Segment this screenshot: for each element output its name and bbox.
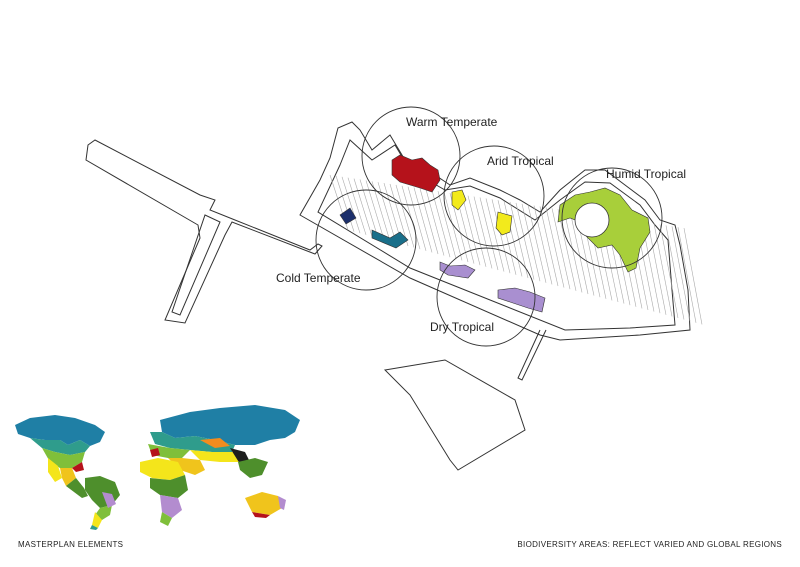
zone-labels: Warm Temperate Arid Tropical Humid Tropi… (276, 115, 686, 334)
north-america-cold (15, 415, 105, 446)
hatch-line (335, 175, 355, 232)
hatch-line (671, 226, 691, 322)
hatch-line (521, 203, 541, 282)
hatch-line (461, 194, 481, 266)
north-america-desert (60, 468, 76, 486)
hatch-line (497, 200, 517, 275)
hatch-line (509, 201, 529, 279)
cold-temperate-circle (315, 189, 417, 291)
cold-temperate-block-2 (371, 229, 409, 249)
africa-arid (140, 458, 185, 480)
world-climate-map (15, 405, 300, 530)
north-america-warm (72, 462, 84, 472)
south-america-arid (92, 512, 102, 528)
asia-orange (200, 438, 230, 448)
hatch-line (503, 201, 523, 277)
africa-dry (160, 495, 182, 518)
hatch-line (413, 187, 433, 253)
hatch-line (659, 224, 679, 319)
hatch-line (665, 225, 685, 320)
zone-label-dry-tropical: Dry Tropical (430, 320, 494, 334)
arid-tropical-block-1 (451, 189, 467, 211)
hatch-line (443, 192, 463, 261)
hatch-line (653, 223, 673, 317)
hatch-line (551, 208, 571, 290)
hatch-line (515, 202, 535, 280)
hatch-line (395, 184, 415, 248)
zone-circles (315, 106, 663, 347)
site-hatching (329, 174, 703, 325)
hatch-line (533, 205, 553, 285)
north-america-boreal (30, 438, 90, 455)
hatch-line (545, 207, 565, 288)
hatch-line (347, 177, 367, 235)
dry-tropical-block-1 (439, 261, 476, 279)
hatch-line (491, 199, 511, 274)
arid-tropical-circle (443, 145, 545, 247)
zone-label-warm-temperate: Warm Temperate (406, 115, 498, 129)
access-road (517, 329, 547, 381)
hatch-line (473, 196, 493, 269)
hatch-line (479, 197, 499, 271)
hatch-line (353, 178, 373, 237)
hatch-line (431, 190, 451, 258)
south-plot-outline (383, 359, 526, 471)
asia-dark (230, 448, 250, 464)
africa-south (160, 512, 172, 526)
africa-humid (150, 475, 188, 498)
australia-dry (278, 496, 286, 510)
hatch-line (437, 191, 457, 259)
hatch-line (563, 210, 583, 293)
australia-desert (245, 492, 282, 515)
footer-biodiversity-areas: BIODIVERSITY AREAS: REFLECT VARIED AND G… (517, 540, 782, 549)
hatch-line (371, 181, 391, 242)
zone-label-arid-tropical: Arid Tropical (487, 154, 554, 168)
north-america-arid (48, 458, 62, 482)
west-building-inner (171, 214, 221, 316)
asia-arid (190, 450, 245, 462)
cold-temperate-block-1 (339, 207, 357, 225)
warm-temperate-circle (361, 106, 461, 206)
main-site-outline (299, 121, 691, 341)
hatch-line (527, 204, 547, 283)
europe-warm (150, 448, 160, 457)
hatch-line (485, 198, 505, 272)
hatch-line (389, 183, 409, 247)
hatch-line (425, 189, 445, 256)
hatch-line (341, 176, 361, 234)
zone-label-cold-temperate: Cold Temperate (276, 271, 361, 285)
hatch-line (467, 195, 487, 267)
south-america-dry (102, 492, 116, 508)
zone-label-humid-tropical: Humid Tropical (606, 167, 686, 181)
dry-tropical-block-2 (497, 287, 546, 313)
hatch-line (539, 206, 559, 287)
dry-tropical-circle (436, 247, 536, 347)
australia-warm (252, 512, 270, 518)
warm-temperate-block (391, 154, 441, 193)
hatch-line (647, 222, 667, 315)
hatch-line (359, 179, 379, 239)
zone-blocks (339, 154, 651, 313)
asia-humid (238, 458, 268, 478)
asia-cold (160, 405, 300, 445)
hatch-line (557, 209, 577, 291)
hatch-line (683, 228, 703, 325)
hatch-line (677, 227, 697, 323)
humid-tropical-circle (561, 167, 663, 269)
south-america-tip (90, 525, 98, 530)
west-building-outline (85, 139, 323, 324)
hatch-line (569, 210, 589, 295)
hatch-line (407, 186, 427, 251)
central-america-humid (66, 478, 88, 498)
hatch-line (419, 188, 439, 255)
humid-dome (574, 202, 610, 238)
footer-masterplan-elements: MASTERPLAN ELEMENTS (18, 540, 124, 549)
south-america-temperate (95, 505, 112, 520)
arid-tropical-block-2 (495, 211, 513, 236)
